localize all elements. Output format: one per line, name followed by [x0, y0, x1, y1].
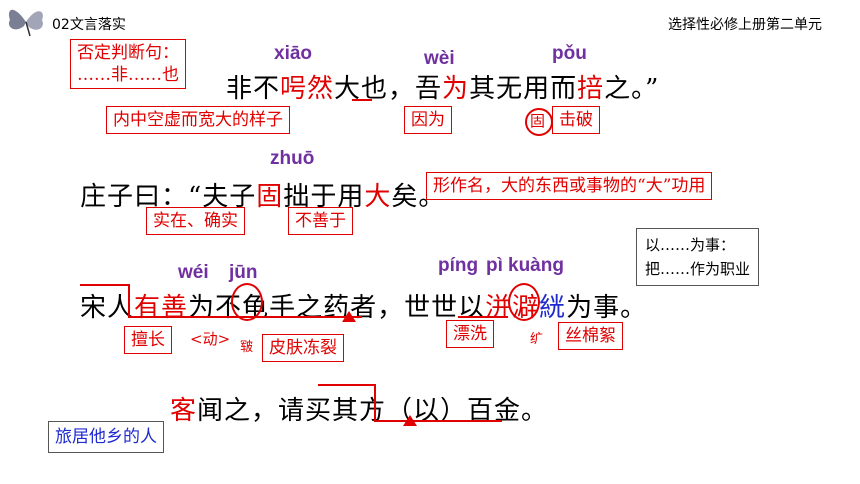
text-line-2: 庄子曰：“夫子固拙于用大矣。 — [80, 182, 446, 212]
circle-kuang — [508, 283, 540, 321]
wash-note: 漂洗 — [446, 320, 494, 348]
guest-note-text: 旅居他乡的人 — [55, 427, 157, 447]
underline-4-bar — [374, 384, 376, 420]
underline-1 — [352, 99, 372, 101]
underline-4-top — [318, 384, 376, 386]
notgood-note: 不善于 — [288, 207, 353, 235]
underline-3 — [128, 316, 362, 318]
pinyin-ping: píng — [438, 255, 479, 276]
pinyin-wei1: wèi — [424, 48, 455, 69]
underline-3-bar — [128, 284, 130, 316]
circle-char: 固 — [530, 112, 546, 130]
underline-3-top — [80, 284, 130, 286]
text-line-1: 非不呺然大也，吾为其无用而掊之。” — [226, 74, 660, 104]
pinyin-pi: pì — [486, 255, 503, 276]
yiwei-explanation: 以……为事： 把……作为职业 — [636, 228, 760, 286]
circle-gui — [231, 283, 263, 321]
judgment-pattern: ……非……也 — [77, 65, 179, 85]
pinyin-pou: pǒu — [552, 43, 587, 64]
text-line-3: 宋人有善为不龟手之药者，世世以洴澼絖为事。 — [80, 293, 648, 323]
because-note: 因为 — [404, 106, 452, 134]
underline-3b — [458, 316, 508, 318]
noun-usage-note: 形作名，大的东西或事物的“大”功用 — [426, 172, 713, 200]
yiwei-title: 以……为事： — [645, 236, 736, 254]
judgment-title: 否定判断句： — [77, 43, 179, 63]
skin-note: 皮肤冻裂 — [262, 334, 344, 362]
pinyin-zhuo: zhuō — [270, 148, 315, 169]
pinyin-kuang: kuàng — [508, 255, 564, 276]
judgment-sentence-note: 否定判断句： ……非……也 — [70, 39, 186, 89]
header-left: 02文言落实 — [52, 17, 126, 33]
indeed-note: 实在、确实 — [146, 207, 245, 235]
guest-note: 旅居他乡的人 — [48, 421, 164, 453]
insertion-marker-1 — [342, 311, 356, 322]
jun-char: 皲 — [240, 340, 254, 355]
kuang-char: 纩 — [530, 332, 544, 347]
butterfly-logo — [4, 2, 48, 42]
pinyin-xiao: xiāo — [274, 43, 313, 64]
break-note: 击破 — [552, 106, 600, 134]
header-right: 选择性必修上册第二单元 — [668, 17, 822, 33]
hollow-note: 内中空虚而宽大的样子 — [106, 106, 290, 134]
pinyin-jun: jūn — [229, 262, 258, 283]
yiwei-meaning: 把……作为职业 — [645, 260, 751, 278]
pinyin-wei2: wéi — [178, 262, 209, 283]
silk-note: 丝棉絮 — [558, 322, 623, 350]
insertion-marker-2 — [403, 415, 417, 426]
skilled-note: 擅长 — [124, 326, 172, 354]
verb-tag: <动> — [190, 330, 231, 348]
underline-4 — [374, 420, 502, 422]
